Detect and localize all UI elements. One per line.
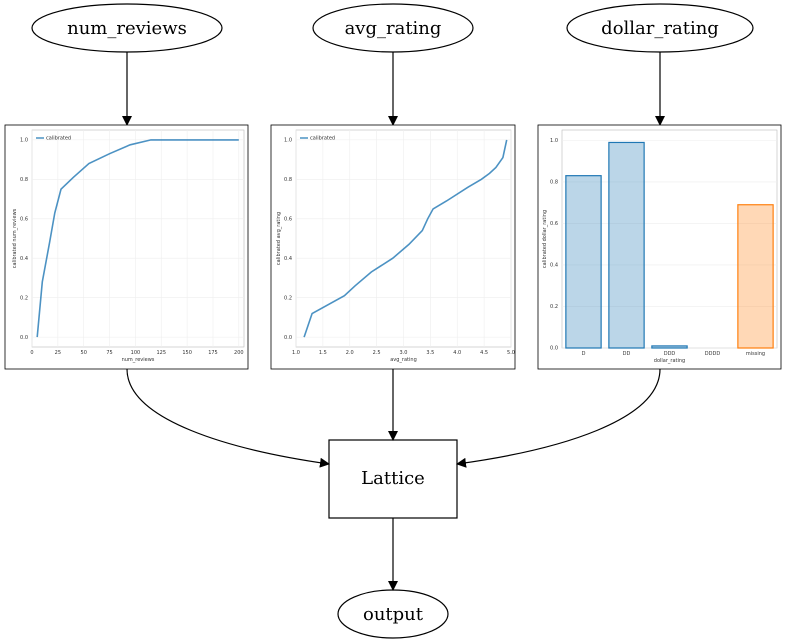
input-node-label: dollar_rating (601, 18, 719, 39)
y-tick-label: 0.6 (284, 216, 292, 222)
x-tick-label: 175 (208, 350, 218, 356)
plot-area (31, 129, 245, 348)
x-tick-label: 3.5 (426, 350, 434, 356)
x-tick-label: D (582, 351, 586, 357)
bar-missing (737, 204, 774, 349)
input-node-label: avg_rating (345, 18, 442, 39)
y-tick-label: 0.8 (550, 180, 558, 186)
y-tick-label: 0.2 (550, 304, 558, 310)
x-tick-label: 4.5 (480, 350, 488, 356)
calibrator-chart-avg-rating: 0.0 0.2 0.4 0.6 0.8 1.0 calibrated avg_ratinga… (276, 129, 515, 363)
y-tick-label: 0.2 (284, 295, 292, 301)
series-line-calibrated (303, 139, 508, 338)
x-tick-label: 125 (156, 350, 166, 356)
y-tick-label: 1.0 (20, 138, 28, 144)
legend: calibrated (300, 136, 335, 142)
lattice-label: Lattice (361, 468, 425, 489)
x-tick-label: 150 (182, 350, 192, 356)
input-node-avg-rating: avg_rating (312, 3, 474, 53)
input-node-dollar-rating: dollar_rating (566, 3, 754, 53)
y-tick-label: 0.0 (284, 335, 292, 341)
lattice-node: Lattice (328, 439, 458, 519)
y-tick-label: 0.0 (550, 346, 558, 352)
input-node-label: num_reviews (67, 18, 187, 39)
y-tick-label: 0.4 (284, 256, 292, 262)
y-axis-label: calibrated num_reviews (12, 208, 18, 268)
x-tick-label: 100 (131, 350, 141, 356)
series-line-calibrated (36, 139, 239, 338)
x-tick-label: 1.5 (319, 350, 327, 356)
x-tick-label: 5.0 (507, 350, 515, 356)
edge-dollar-rating-lattice (456, 368, 661, 468)
x-tick-label: 200 (234, 350, 244, 356)
x-axis-label: avg_rating (390, 357, 417, 363)
x-tick-label: 4.0 (453, 350, 461, 356)
y-tick-label: 0.2 (20, 295, 28, 301)
legend-label: calibrated (310, 136, 335, 142)
x-tick-label: DD (623, 351, 631, 357)
legend: calibrated (36, 136, 71, 142)
x-tick-label: DDD (664, 351, 676, 357)
y-tick-label: 0.4 (20, 256, 28, 262)
x-tick-label: 75 (106, 350, 112, 356)
x-tick-label: 3.0 (400, 350, 408, 356)
edge-num-reviews-lattice (126, 368, 330, 468)
output-node: output (337, 589, 449, 639)
y-tick-label: 1.0 (550, 138, 558, 144)
legend-label: calibrated (46, 136, 71, 142)
y-tick-label: 0.8 (20, 177, 28, 183)
output-label: output (363, 604, 424, 625)
x-tick-label: 2.0 (346, 350, 354, 356)
y-tick-label: 0.6 (20, 216, 28, 222)
calibrator-chart-dollar-rating: 0.0 0.2 0.4 0.6 0.8 1.0 calibrated dollar_rati… (542, 129, 778, 364)
x-tick-label: 25 (55, 350, 61, 356)
y-axis-label: calibrated dollar_rating (542, 210, 548, 268)
calibrator-chart-num-reviews: 0.0 0.2 0.4 0.6 0.8 1.0 calibrated num_reviews… (12, 129, 245, 363)
x-tick-label: 2.5 (373, 350, 381, 356)
y-tick-label: 1.0 (284, 138, 292, 144)
bar-DDD (651, 345, 688, 349)
y-axis-label: calibrated avg_rating (276, 212, 282, 265)
input-node-num-reviews: num_reviews (31, 3, 223, 53)
plot-area (561, 129, 778, 349)
x-tick-label: missing (746, 351, 765, 357)
x-tick-label: DDDD (705, 351, 721, 357)
x-tick-label: 0 (30, 350, 33, 356)
y-tick-label: 0.8 (284, 177, 292, 183)
y-tick-label: 0.6 (550, 221, 558, 227)
x-axis-label: dollar_rating (654, 358, 685, 364)
y-tick-label: 0.4 (550, 263, 558, 269)
bar-D (565, 175, 602, 349)
bar-DD (608, 141, 645, 349)
x-tick-label: 1.0 (292, 350, 300, 356)
x-tick-label: 50 (81, 350, 87, 356)
x-axis-label: num_reviews (122, 357, 155, 363)
y-tick-label: 0.0 (20, 335, 28, 341)
